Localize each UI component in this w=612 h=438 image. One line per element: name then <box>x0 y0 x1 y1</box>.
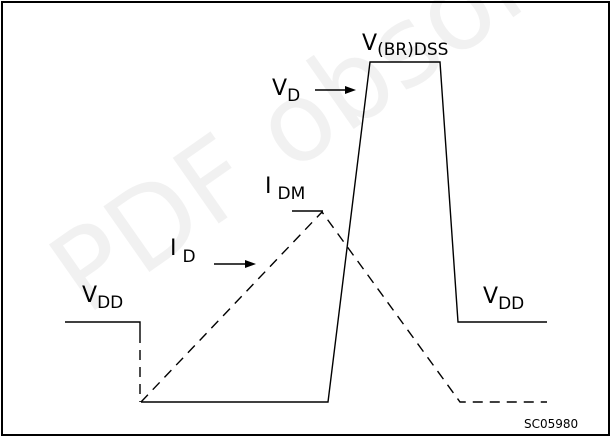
vd-arrow-icon <box>315 86 356 94</box>
vdd-left-label: VDD <box>82 283 123 313</box>
watermark: PDF obsolete <box>28 0 612 338</box>
vdd-right-label: VDD <box>483 284 524 314</box>
figure-code: SC05980 <box>524 417 578 431</box>
drain-current-waveform <box>140 210 547 403</box>
id-arrow-icon <box>214 260 256 268</box>
drain-voltage-pulse <box>141 61 547 403</box>
vd-label: VD <box>272 76 300 106</box>
drain-voltage-waveform <box>65 321 141 333</box>
vbr-dss-label: V(BR)DSS <box>362 31 448 60</box>
